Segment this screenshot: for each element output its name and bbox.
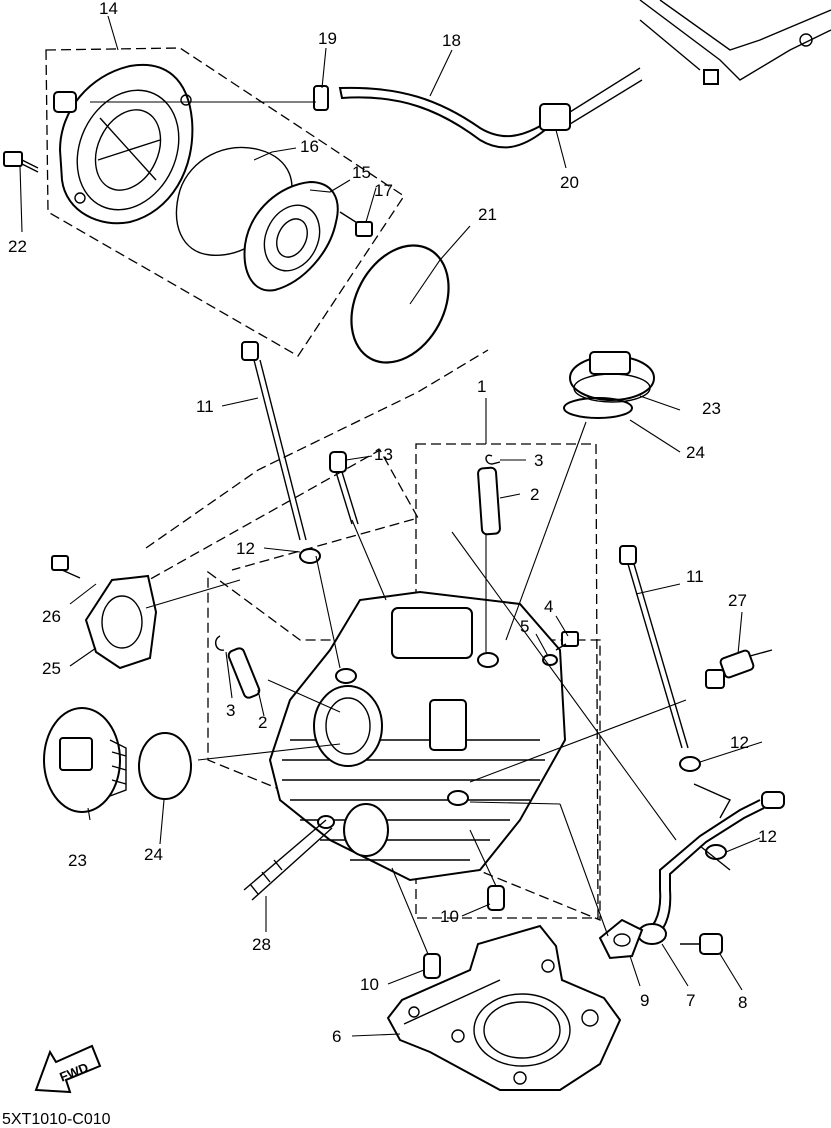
callout-8: 8 xyxy=(738,993,747,1012)
head-gasket-6 xyxy=(386,924,622,1091)
bolt-11-left xyxy=(241,341,307,541)
callout-1: 1 xyxy=(477,377,486,396)
callout-5: 5 xyxy=(520,617,529,636)
callout-11-left: 11 xyxy=(196,397,214,416)
cylinder-head xyxy=(268,590,567,882)
callout-15: 15 xyxy=(352,163,371,182)
screw-4 xyxy=(555,631,579,651)
callout-24-upper: 24 xyxy=(686,443,705,462)
callout-26: 26 xyxy=(42,607,61,626)
group-outline-upper-plate xyxy=(145,349,489,549)
hose-18 xyxy=(338,86,553,149)
group-outline-cylinder-head xyxy=(207,570,601,921)
callout-24-lower: 24 xyxy=(144,845,163,864)
callout-10-upper: 10 xyxy=(440,907,459,926)
bolt-11-right xyxy=(619,545,689,749)
washer-12-c xyxy=(705,844,727,860)
callout-19: 19 xyxy=(318,29,337,48)
frame-section xyxy=(639,0,831,85)
callout-23-lower: 23 xyxy=(68,851,87,870)
callout-12-c: 12 xyxy=(758,827,777,846)
bolt-8 xyxy=(680,933,723,955)
washer-12-a xyxy=(299,548,321,564)
valve-guide-2-upper xyxy=(477,466,501,536)
callout-10-lower: 10 xyxy=(360,975,379,994)
bolt-22 xyxy=(3,151,39,173)
callouts: 14 19 18 16 15 17 20 21 22 11 1 3 2 23 2… xyxy=(8,0,777,1046)
plate-25 xyxy=(84,574,158,670)
callout-6: 6 xyxy=(332,1027,341,1046)
group-outline-middle xyxy=(137,449,419,587)
callout-4: 4 xyxy=(544,597,553,616)
callout-22: 22 xyxy=(8,237,27,256)
callout-12-a: 12 xyxy=(236,539,255,558)
callout-2-lower: 2 xyxy=(258,713,267,732)
clamp-19 xyxy=(313,85,329,111)
callout-28: 28 xyxy=(252,935,271,954)
group-outline-cover xyxy=(45,47,405,357)
stud-28 xyxy=(243,819,333,901)
callout-20: 20 xyxy=(560,173,579,192)
leader-lines xyxy=(19,15,763,1037)
clip-3-upper xyxy=(485,454,501,465)
callout-11-right: 11 xyxy=(686,567,704,586)
callout-7: 7 xyxy=(686,991,695,1010)
joint-20 xyxy=(539,67,643,131)
valve-guide-2-lower xyxy=(227,647,261,699)
callout-13: 13 xyxy=(374,445,393,464)
callout-21: 21 xyxy=(478,205,497,224)
washer-12-b xyxy=(679,756,701,772)
callout-14: 14 xyxy=(99,0,118,18)
rocker-cover xyxy=(53,63,194,225)
callout-25: 25 xyxy=(42,659,61,678)
callout-18: 18 xyxy=(442,31,461,50)
dowel-10-upper xyxy=(487,885,505,911)
bolt-26 xyxy=(51,555,81,579)
dowel-10-lower xyxy=(423,953,441,979)
fwd-arrow-icon: FWD xyxy=(34,1044,102,1094)
callout-17: 17 xyxy=(374,181,393,200)
callout-23-upper: 23 xyxy=(702,399,721,418)
oil-pipe-7 xyxy=(637,783,785,945)
clip-3-lower xyxy=(214,635,225,651)
spark-plug-27 xyxy=(705,649,773,689)
callout-3-lower: 3 xyxy=(226,701,235,720)
callout-27: 27 xyxy=(728,591,747,610)
bolt-13 xyxy=(329,451,359,525)
o-ring-24-upper xyxy=(563,397,633,419)
diagram-code: 5XT1010-C010 xyxy=(2,1111,111,1128)
callout-3-upper: 3 xyxy=(534,451,543,470)
callout-12-b: 12 xyxy=(730,733,749,752)
o-ring-24-lower xyxy=(138,732,192,800)
gasket-9 xyxy=(598,918,644,960)
plug-23-upper xyxy=(569,351,655,403)
plate-15 xyxy=(243,180,339,292)
callout-16: 16 xyxy=(300,137,319,156)
o-ring-21 xyxy=(350,244,450,364)
callout-9: 9 xyxy=(640,991,649,1010)
callout-2-upper: 2 xyxy=(530,485,539,504)
screw-17 xyxy=(339,211,373,237)
plug-23-lower xyxy=(43,707,127,813)
